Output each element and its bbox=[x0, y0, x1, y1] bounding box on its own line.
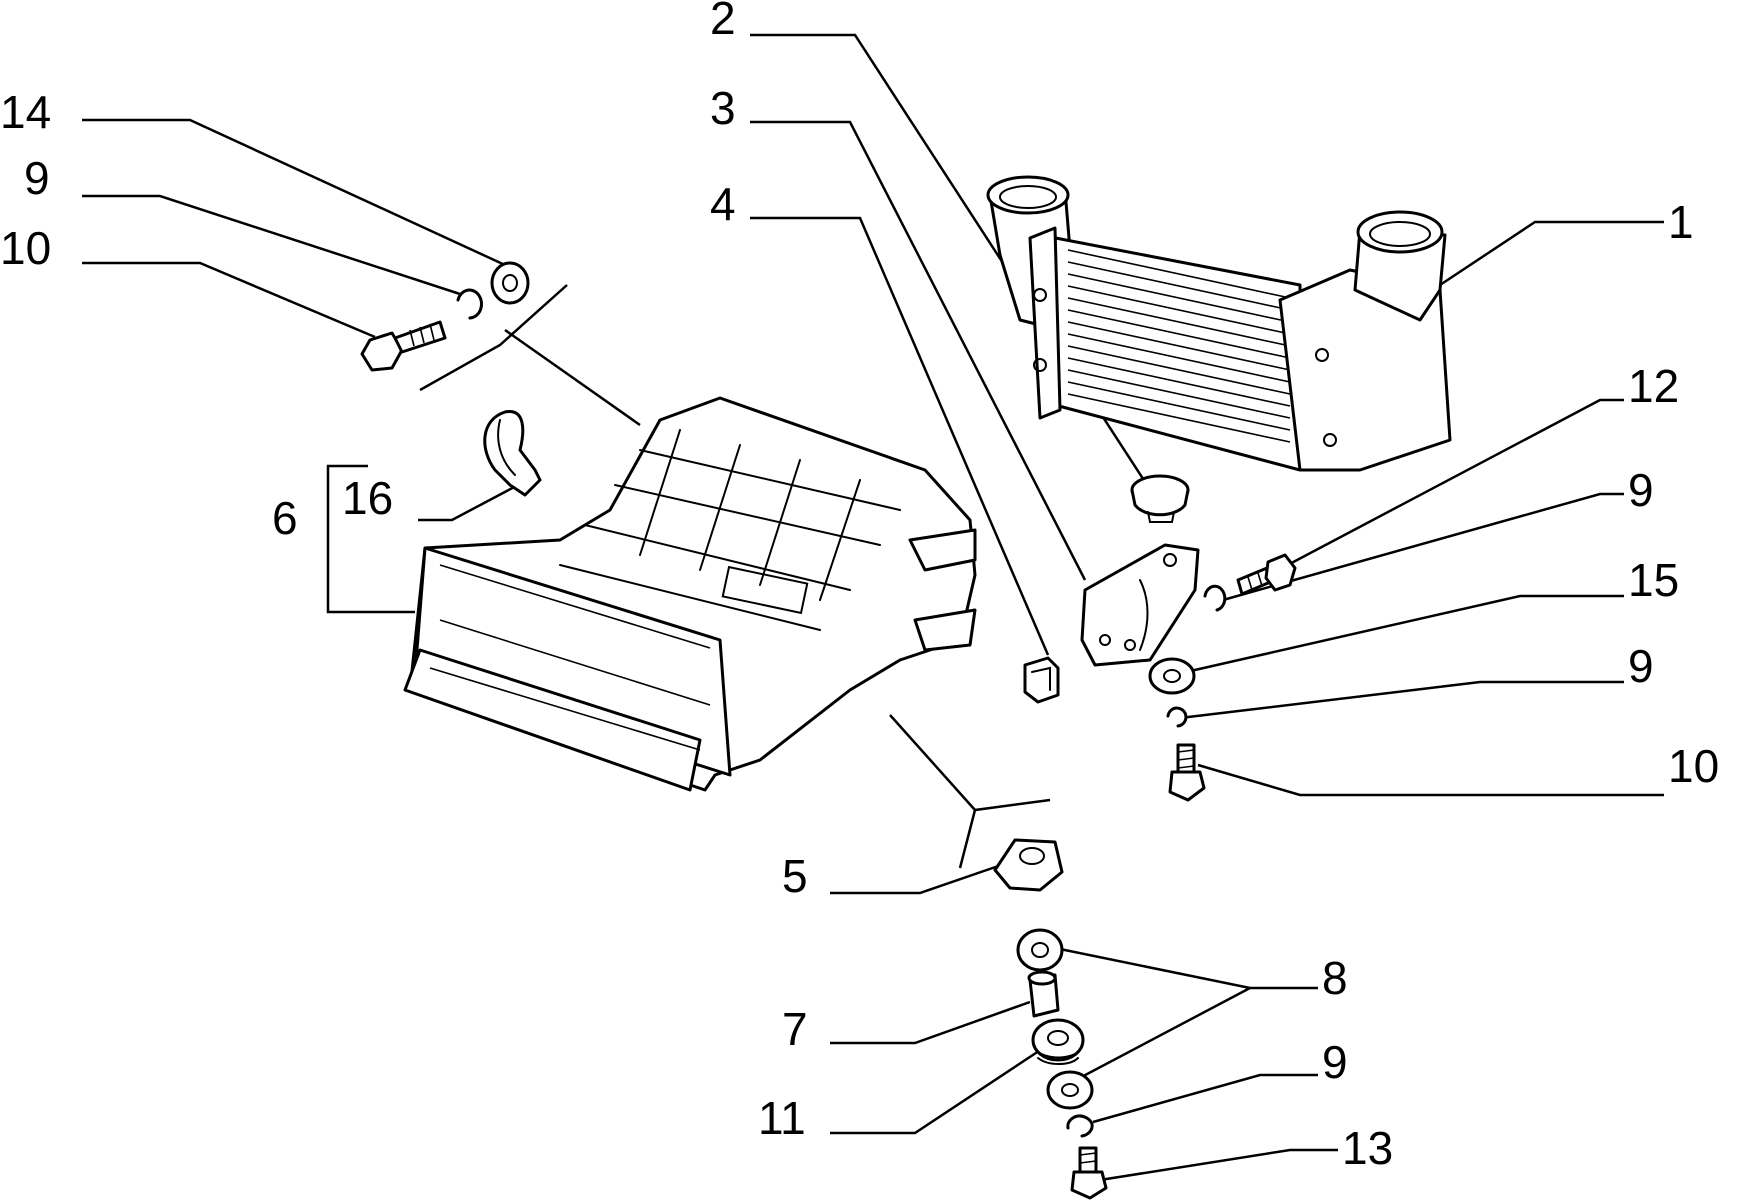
bolt-13 bbox=[1070, 1146, 1108, 1200]
spring-washer-9-bottom bbox=[1066, 1114, 1094, 1138]
rubber-mount-2 bbox=[1130, 474, 1190, 523]
callout-7: 7 bbox=[782, 1003, 808, 1055]
callout-9-right-lower: 9 bbox=[1628, 640, 1654, 692]
callout-10-top-left: 10 bbox=[0, 222, 51, 274]
intercooler-core bbox=[986, 175, 1452, 472]
rubber-bush-11 bbox=[1031, 1018, 1085, 1065]
callout-6: 6 bbox=[272, 492, 298, 544]
callout-15: 15 bbox=[1628, 554, 1679, 606]
callout-labels: 1 2 3 4 5 6 7 8 9 9 9 9 10 10 11 12 13 1… bbox=[0, 0, 1719, 1174]
callout-5: 5 bbox=[782, 850, 808, 902]
callout-4: 4 bbox=[710, 178, 736, 230]
callout-2: 2 bbox=[710, 0, 736, 44]
callout-9-top-left: 9 bbox=[24, 152, 50, 204]
bracket-5 bbox=[993, 838, 1064, 892]
callout-16: 16 bbox=[342, 472, 393, 524]
callout-3: 3 bbox=[710, 82, 736, 134]
mounting-bracket-3 bbox=[1080, 543, 1200, 667]
washer-15 bbox=[1148, 657, 1196, 695]
air-duct-housing bbox=[403, 396, 977, 792]
spacer-7 bbox=[1027, 970, 1060, 1018]
spring-washer-9-right-lower bbox=[1166, 706, 1188, 728]
callout-11: 11 bbox=[758, 1092, 806, 1144]
spring-washer-9-top bbox=[456, 288, 483, 320]
callout-13: 13 bbox=[1342, 1122, 1393, 1174]
rubber-mount-8-bottom bbox=[1046, 1070, 1094, 1110]
leader-lines bbox=[82, 33, 1664, 1182]
callout-12: 12 bbox=[1628, 360, 1679, 412]
rubber-mount-8-top bbox=[1016, 928, 1064, 972]
callout-9-right-upper: 9 bbox=[1628, 464, 1654, 516]
washer-14 bbox=[490, 261, 530, 305]
clip-4 bbox=[1023, 656, 1060, 704]
bolt-10-right bbox=[1168, 743, 1206, 802]
callout-1: 1 bbox=[1668, 196, 1694, 248]
bolt-10-top bbox=[360, 320, 447, 372]
callout-10-right: 10 bbox=[1668, 740, 1719, 792]
callout-8: 8 bbox=[1322, 952, 1348, 1004]
hose-clamp-16 bbox=[483, 410, 542, 497]
callout-14: 14 bbox=[0, 86, 51, 138]
spring-washer-9-right-upper bbox=[1203, 584, 1227, 612]
callout-9-bottom: 9 bbox=[1322, 1036, 1348, 1088]
bolt-12 bbox=[1236, 553, 1297, 596]
